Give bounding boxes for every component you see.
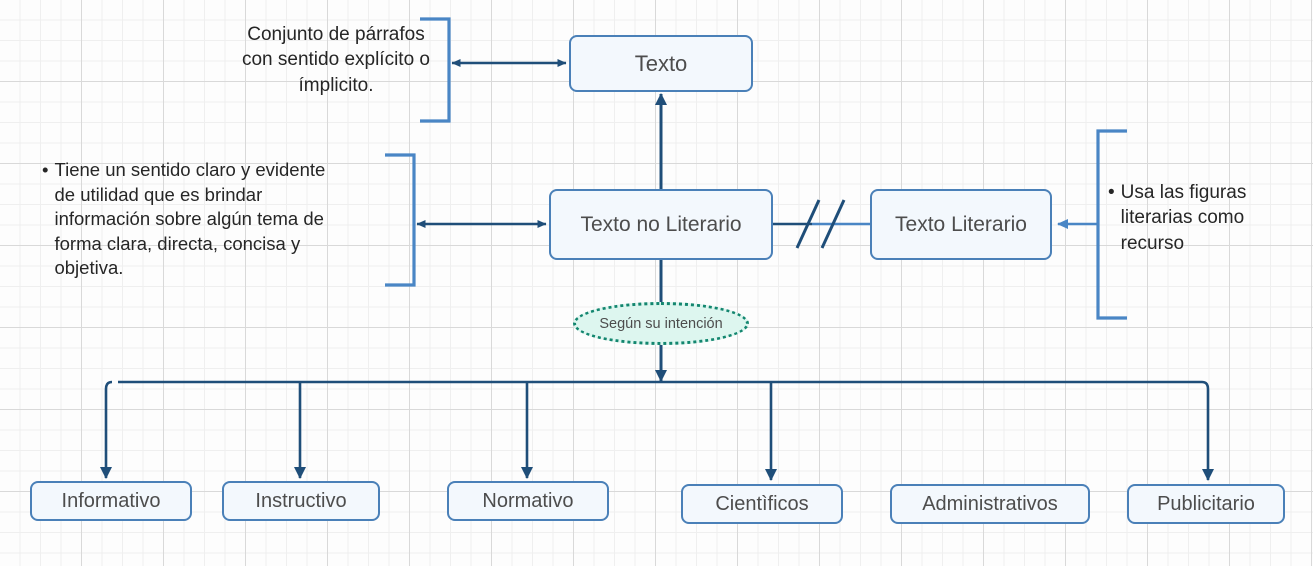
note-left-line-5: objetiva. (54, 257, 124, 279)
node-cientificos[interactable]: Cientìficos (681, 484, 843, 524)
break-slash-icon-1 (795, 199, 821, 249)
note-right-line-3: recurso (1120, 232, 1185, 254)
note-left-line-2: de utilidad que es brindar (54, 183, 263, 205)
note-right-bullet: • (1108, 182, 1115, 203)
node-texto-no-literario[interactable]: Texto no Literario (549, 189, 773, 260)
note-left-line-4: forma clara, directa, concisa y (54, 232, 301, 254)
note-right: • Usa las figuras literarias como recurs… (1108, 180, 1308, 256)
arrow-branch-informativo (100, 380, 113, 479)
note-right-line-1: Usa las figuras (1120, 182, 1247, 203)
note-left: • Tiene un sentido claro y evidente de u… (42, 158, 394, 281)
note-top-line-3: ímplicito. (298, 74, 374, 96)
node-normativo[interactable]: Normativo (447, 481, 609, 521)
note-right-line-2: literarias como (1120, 207, 1245, 229)
arrow-branch-publicitario (1201, 380, 1214, 481)
note-left-line-3: información sobre algún tema de (54, 208, 324, 230)
node-administrativos[interactable]: Administrativos (890, 484, 1090, 524)
break-slash-icon-2 (820, 199, 846, 249)
node-texto-literario[interactable]: Texto Literario (870, 189, 1052, 260)
node-texto[interactable]: Texto (569, 35, 753, 92)
note-left-line-1: Tiene un sentido claro y evidente (54, 159, 326, 180)
label-segun-su-intencion[interactable]: Según su intención (573, 302, 749, 345)
node-instructivo[interactable]: Instructivo (222, 481, 380, 521)
note-top-line-2: con sentido explícito o (241, 49, 430, 71)
node-publicitario[interactable]: Publicitario (1127, 484, 1285, 524)
note-top-line-1: Conjunto de párrafos (247, 24, 425, 45)
note-top: Conjunto de párrafos con sentido explíci… (222, 22, 450, 98)
note-left-bullet: • (42, 159, 49, 180)
node-informativo[interactable]: Informativo (30, 481, 192, 521)
